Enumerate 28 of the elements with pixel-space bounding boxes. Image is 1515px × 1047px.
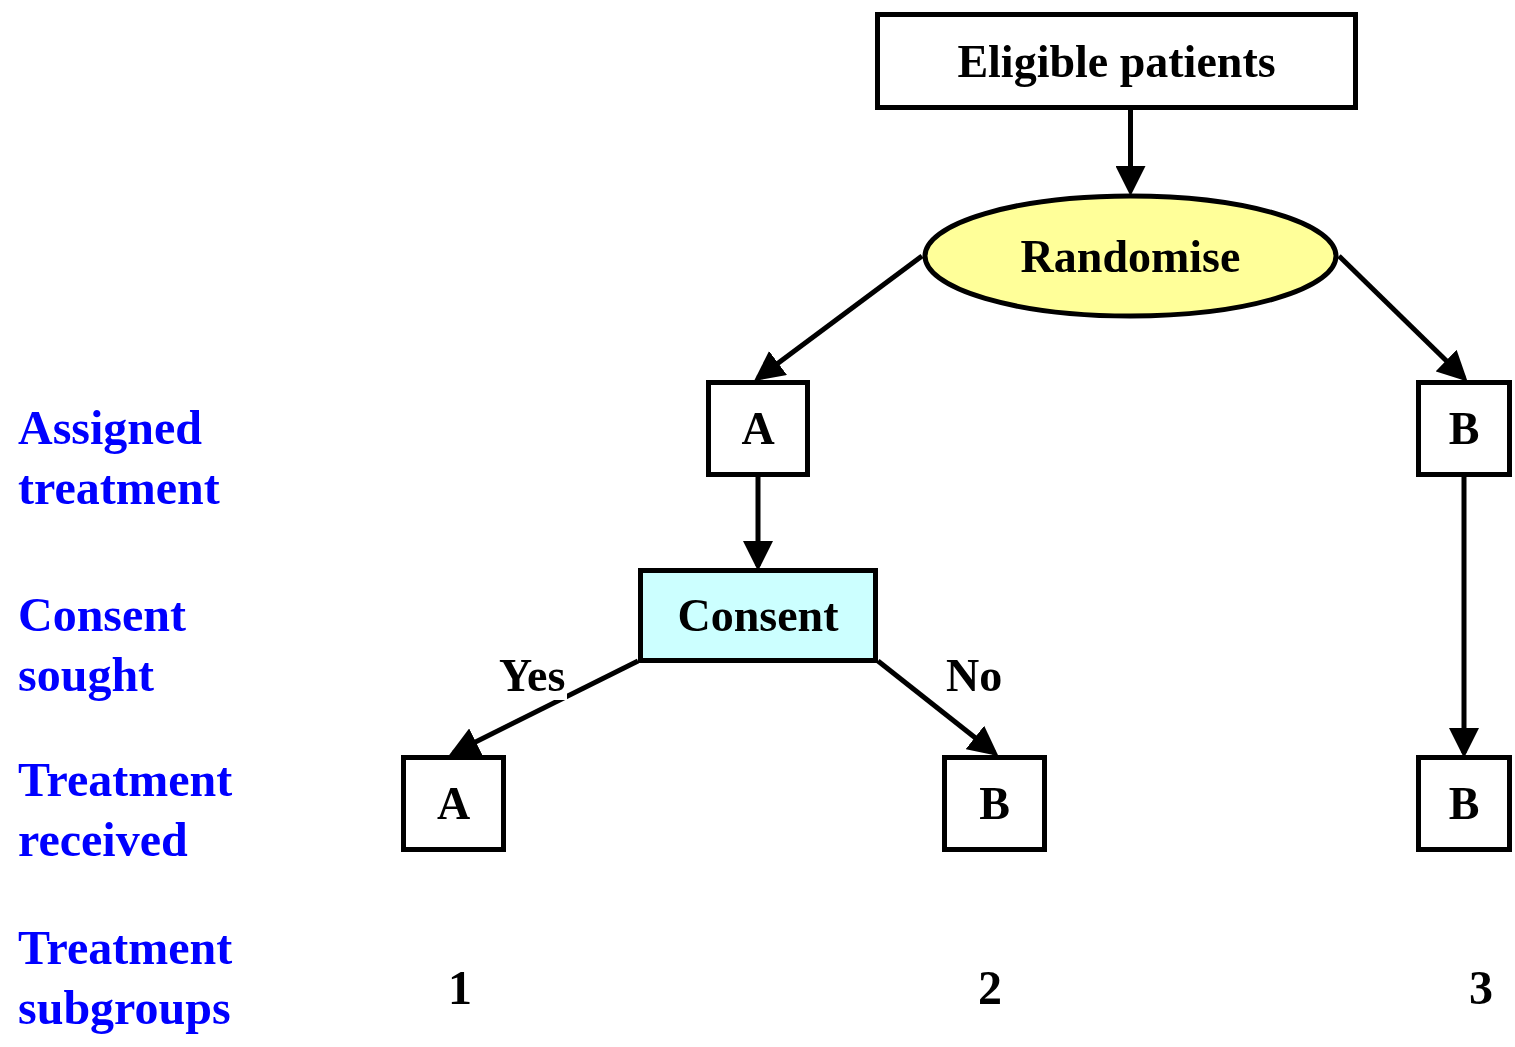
decision-ellipse — [922, 193, 1339, 319]
subgroup-number: 2 — [978, 960, 1002, 1015]
node-text: Randomise — [1020, 229, 1241, 283]
treatment-box — [942, 755, 1047, 852]
arrow — [1337, 254, 1468, 382]
arrow — [876, 659, 999, 757]
row-label: Treatment subgroups — [18, 920, 234, 1036]
arrow — [1115, 110, 1146, 196]
subgroup-number: 1 — [448, 960, 472, 1015]
arrow — [754, 254, 924, 381]
subgroup-number: 3 — [1469, 960, 1493, 1015]
arrow — [449, 658, 640, 756]
node-text: B — [1448, 777, 1480, 830]
treatment-box — [1416, 755, 1512, 852]
node-text: B — [1448, 402, 1480, 455]
node-text: A — [436, 777, 471, 830]
node-text: A — [741, 402, 775, 455]
node-text: Consent — [677, 589, 839, 642]
treatment-box — [706, 380, 810, 477]
process-box — [875, 12, 1358, 110]
row-label: Treatment received — [18, 752, 234, 868]
row-label: Assigned treatment — [18, 400, 221, 516]
treatment-box — [401, 755, 506, 852]
treatment-box — [1416, 380, 1512, 477]
row-label: Consent sought — [18, 587, 188, 703]
consent-box — [638, 568, 878, 663]
node-text: B — [979, 777, 1010, 830]
node-text: Eligible patients — [957, 34, 1276, 88]
